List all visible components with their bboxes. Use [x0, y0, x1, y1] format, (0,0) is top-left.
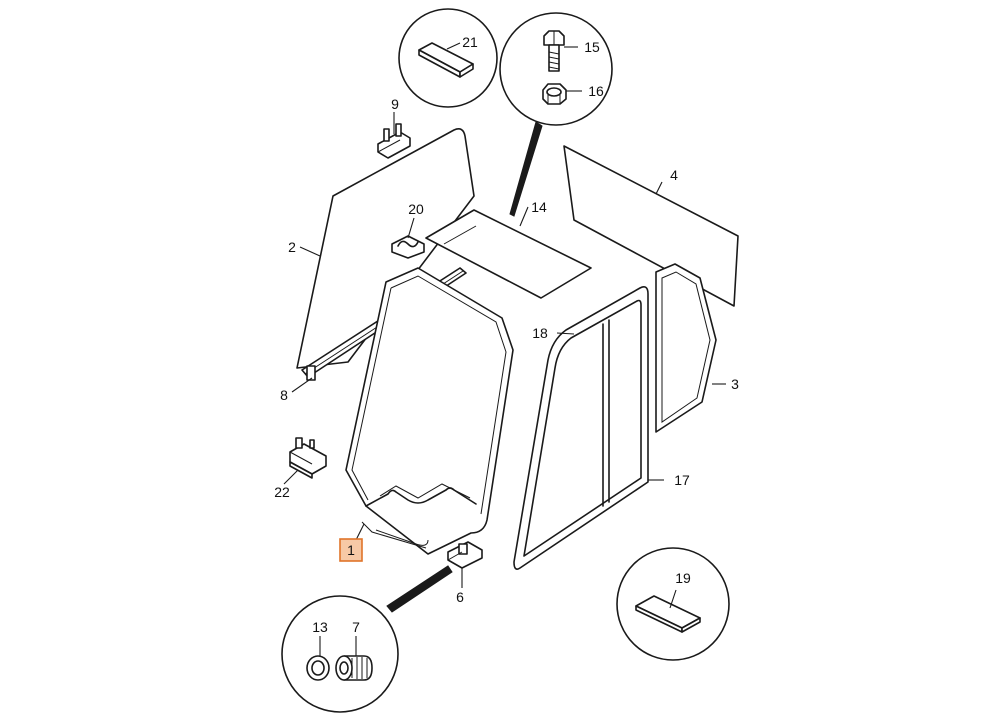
detail-pointer-bottom — [386, 565, 453, 613]
callout-4[interactable]: 4 — [670, 167, 678, 183]
pad-19 — [635, 595, 701, 633]
highlight-box-1 — [339, 538, 363, 562]
clip-20 — [391, 235, 425, 259]
callout-17[interactable]: 17 — [674, 472, 690, 488]
callout-2[interactable]: 2 — [288, 239, 296, 255]
glass-panel-3 — [655, 263, 717, 433]
leader-lines — [283, 112, 726, 588]
callout-9[interactable]: 9 — [391, 96, 399, 112]
callout-14[interactable]: 14 — [531, 199, 547, 215]
detail-circle-21 — [398, 8, 498, 108]
detail-circle-15-16 — [499, 12, 613, 126]
callout-13[interactable]: 13 — [312, 619, 328, 635]
detail-circle-19 — [616, 547, 730, 661]
callout-6[interactable]: 6 — [456, 589, 464, 605]
detail-circle-13-7 — [281, 595, 399, 713]
door-frame-17 — [513, 286, 649, 570]
callout-8[interactable]: 8 — [280, 387, 288, 403]
callout-1[interactable]: 1 — [347, 542, 355, 558]
glass-panel-14 — [425, 209, 592, 299]
bracket-22 — [289, 437, 327, 479]
glass-panel-4 — [563, 145, 739, 307]
callout-21[interactable]: 21 — [462, 34, 478, 50]
callout-3[interactable]: 3 — [731, 376, 739, 392]
latch-6 — [447, 541, 483, 569]
nut-7 — [335, 655, 373, 681]
callout-19[interactable]: 19 — [675, 570, 691, 586]
callout-7[interactable]: 7 — [352, 619, 360, 635]
callout-15[interactable]: 15 — [584, 39, 600, 55]
callout-labels: 1 2 3 4 6 7 8 9 13 14 15 16 17 18 19 20 … — [274, 34, 739, 635]
bolt-15 — [543, 30, 565, 72]
nut-16 — [542, 83, 567, 105]
detail-pointer-top — [509, 121, 543, 217]
callout-18[interactable]: 18 — [532, 325, 548, 341]
callout-22[interactable]: 22 — [274, 484, 290, 500]
washer-13 — [306, 655, 330, 681]
hinge-9 — [377, 123, 411, 159]
pad-21 — [418, 42, 474, 78]
glass-panel-1 — [345, 267, 514, 555]
callout-20[interactable]: 20 — [408, 201, 424, 217]
callout-16[interactable]: 16 — [588, 83, 604, 99]
